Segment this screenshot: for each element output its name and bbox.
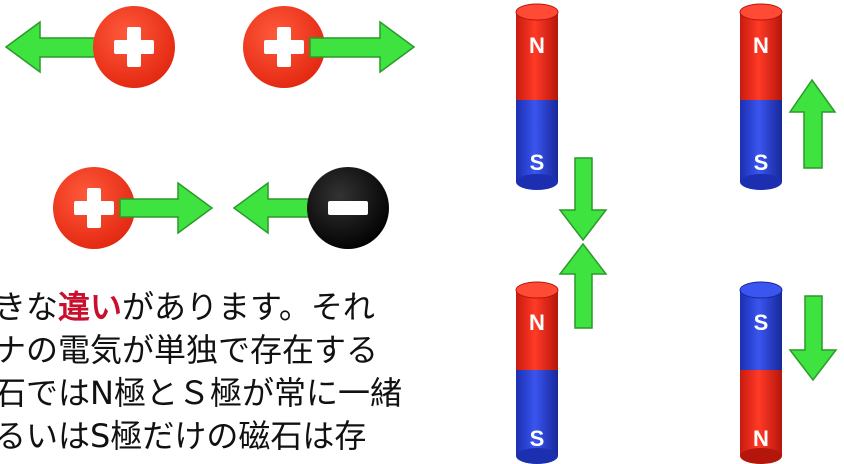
text-fragment: きな (0, 288, 59, 326)
magnet-up-arrow (788, 78, 837, 169)
north-pole-label: N (753, 426, 769, 451)
text-line-3: 石ではN極とＳ極が常に一緒 (0, 374, 402, 412)
text-line-4: るいはS極だけの磁石は存 (0, 417, 367, 455)
positive-charge (93, 6, 175, 88)
magnet-down-arrow (788, 295, 838, 382)
highlighted-text: 違い (58, 288, 123, 326)
magnet-down-arrow (558, 157, 608, 242)
positive-charge (53, 167, 135, 249)
bar-magnet: N S (739, 3, 783, 190)
positive-charge (243, 6, 325, 88)
plus-icon (264, 27, 304, 67)
south-pole-label: S (530, 426, 545, 451)
plus-icon (74, 188, 114, 228)
bar-magnet: N S (515, 281, 559, 464)
north-pole-label: N (529, 310, 545, 335)
plus-icon (114, 27, 154, 67)
south-pole-label: S (754, 150, 769, 175)
minus-icon (328, 201, 368, 215)
north-pole-label: N (529, 33, 545, 58)
south-pole-label: S (530, 150, 545, 175)
north-pole-label: N (753, 33, 769, 58)
text-line-2: ナの電気が単独で存在する (0, 331, 379, 369)
explanation-text: きな違いがあります。それ ナの電気が単独で存在する 石ではN極とＳ極が常に一緒 … (0, 286, 474, 458)
charge-right-arrow (309, 20, 416, 74)
south-pole-label: S (754, 310, 769, 335)
bar-magnet: S N (739, 281, 783, 464)
charge-right-arrow (119, 181, 214, 235)
magnet-up-arrow (558, 242, 608, 329)
text-line-1: きな違いがあります。それ (0, 286, 474, 329)
text-fragment: があります。それ (122, 288, 375, 326)
bar-magnet: N S (515, 3, 559, 190)
negative-charge (307, 167, 389, 249)
